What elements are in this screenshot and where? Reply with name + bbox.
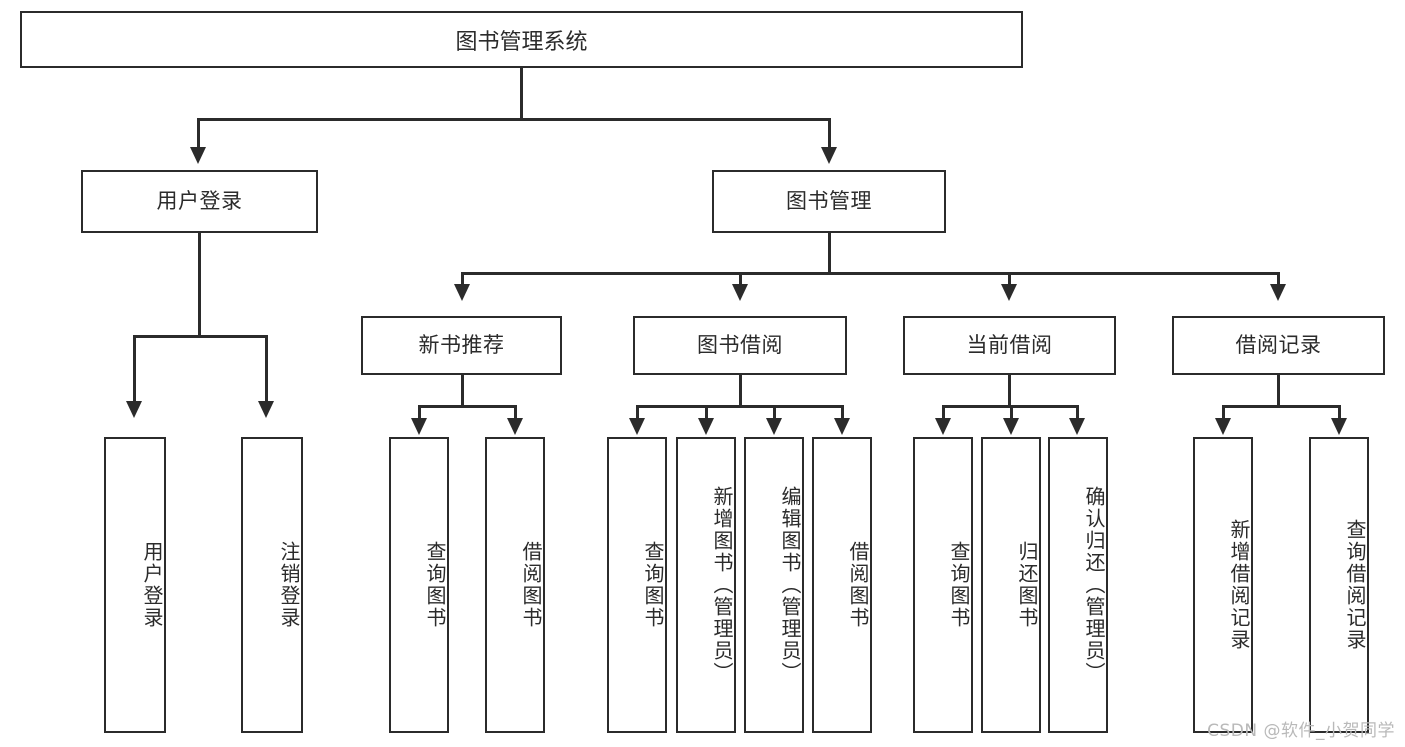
- connector-current-borrow-leaf-0: [942, 405, 945, 420]
- node-leaf-borrow-book-1-label: 借阅图书: [519, 541, 543, 629]
- arrowhead-book-management: [821, 147, 837, 164]
- node-leaf-user-login-label: 用户登录: [140, 541, 164, 629]
- node-leaf-query-record[interactable]: 查询借阅记录: [1309, 437, 1369, 733]
- node-leaf-user-login[interactable]: 用户登录: [104, 437, 166, 733]
- node-leaf-confirm-return-label: 确认归还（管理员）: [1082, 486, 1106, 684]
- node-leaf-borrow-book-2-label: 借阅图书: [846, 541, 870, 629]
- connector-bm-to-new-book: [461, 272, 464, 287]
- node-leaf-borrow-book-1[interactable]: 借阅图书: [485, 437, 545, 733]
- node-book-borrow-label: 图书借阅: [697, 332, 783, 357]
- node-user-login-label: 用户登录: [156, 188, 243, 213]
- connector-book-borrow-leaf-2: [773, 405, 776, 420]
- node-book-management-label: 图书管理: [786, 188, 872, 213]
- node-leaf-logout-login[interactable]: 注销登录: [241, 437, 303, 733]
- connector-borrow-records-leaf-0: [1222, 405, 1225, 420]
- connector-book-borrow-stem: [739, 375, 742, 407]
- node-current-borrow-label: 当前借阅: [966, 332, 1053, 357]
- node-root[interactable]: 图书管理系统: [20, 11, 1023, 68]
- node-leaf-add-record[interactable]: 新增借阅记录: [1193, 437, 1253, 733]
- node-leaf-query-book-3-label: 查询图书: [947, 541, 971, 629]
- arrowhead-current-borrow: [1001, 284, 1017, 301]
- connector-bm-to-current-borrow: [1008, 272, 1011, 287]
- connector-current-borrow-leaf-2: [1076, 405, 1079, 420]
- arrowhead-leaf-query-book-2: [629, 418, 645, 435]
- node-leaf-edit-book-label: 编辑图书（管理员）: [778, 486, 802, 684]
- node-leaf-query-book-3[interactable]: 查询图书: [913, 437, 973, 733]
- node-borrow-records[interactable]: 借阅记录: [1172, 316, 1385, 375]
- node-leaf-return-book-label: 归还图书: [1015, 541, 1039, 629]
- node-user-login[interactable]: 用户登录: [81, 170, 318, 233]
- connector-current-borrow-leaf-1: [1010, 405, 1013, 420]
- connector-root-bus: [197, 118, 830, 121]
- connector-book-borrow-leaf-0: [636, 405, 639, 420]
- connector-root-to-user-login: [197, 118, 200, 149]
- arrowhead-leaf-query-book-3: [935, 418, 951, 435]
- connector-new-book-stem: [461, 375, 464, 407]
- connector-root-stem: [520, 68, 523, 119]
- node-leaf-query-record-label: 查询借阅记录: [1343, 519, 1367, 651]
- node-leaf-add-book-label: 新增图书（管理员）: [710, 486, 734, 684]
- connector-bm-to-book-borrow: [739, 272, 742, 287]
- connector-new-book-leaf-1: [514, 405, 517, 420]
- arrowhead-leaf-return-book: [1003, 418, 1019, 435]
- connector-user-login-leaf-0: [133, 335, 136, 403]
- arrowhead-leaf-query-record: [1331, 418, 1347, 435]
- node-leaf-confirm-return[interactable]: 确认归还（管理员）: [1048, 437, 1108, 733]
- node-leaf-return-book[interactable]: 归还图书: [981, 437, 1041, 733]
- node-leaf-query-book-2-label: 查询图书: [641, 541, 665, 629]
- connector-book-management-bus: [461, 272, 1279, 275]
- arrowhead-leaf-user-login: [126, 401, 142, 418]
- arrowhead-new-book-recommend: [454, 284, 470, 301]
- connector-borrow-records-bus: [1222, 405, 1340, 408]
- connector-user-login-bus: [133, 335, 267, 338]
- node-new-book-recommend[interactable]: 新书推荐: [361, 316, 562, 375]
- connector-book-management-stem: [828, 233, 831, 274]
- csdn-watermark: CSDN @软件_小贺同学: [1207, 721, 1395, 741]
- arrowhead-leaf-borrow-book-2: [834, 418, 850, 435]
- arrowhead-leaf-edit-book: [766, 418, 782, 435]
- node-borrow-records-label: 借阅记录: [1235, 332, 1322, 357]
- connector-book-borrow-bus: [636, 405, 843, 408]
- node-leaf-query-book-2[interactable]: 查询图书: [607, 437, 667, 733]
- arrowhead-leaf-query-book-1: [411, 418, 427, 435]
- node-book-borrow[interactable]: 图书借阅: [633, 316, 847, 375]
- arrowhead-leaf-logout-login: [258, 401, 274, 418]
- connector-new-book-bus: [418, 405, 516, 408]
- connector-borrow-records-leaf-1: [1338, 405, 1341, 420]
- connector-user-login-leaf-1: [265, 335, 268, 403]
- arrowhead-leaf-borrow-book-1: [507, 418, 523, 435]
- arrowhead-leaf-add-record: [1215, 418, 1231, 435]
- connector-root-to-book-management: [828, 118, 831, 149]
- node-leaf-query-book-1[interactable]: 查询图书: [389, 437, 449, 733]
- connector-bm-to-borrow-records: [1277, 272, 1280, 287]
- node-leaf-query-book-1-label: 查询图书: [423, 541, 447, 629]
- node-root-label: 图书管理系统: [455, 29, 588, 55]
- node-leaf-add-record-label: 新增借阅记录: [1227, 519, 1251, 651]
- node-leaf-edit-book[interactable]: 编辑图书（管理员）: [744, 437, 804, 733]
- node-book-management[interactable]: 图书管理: [712, 170, 946, 233]
- connector-borrow-records-stem: [1277, 375, 1280, 407]
- connector-current-borrow-stem: [1008, 375, 1011, 407]
- connector-book-borrow-leaf-1: [705, 405, 708, 420]
- node-leaf-add-book[interactable]: 新增图书（管理员）: [676, 437, 736, 733]
- arrowhead-user-login: [190, 147, 206, 164]
- connector-user-login-stem: [198, 233, 201, 337]
- node-new-book-recommend-label: 新书推荐: [418, 332, 505, 357]
- arrowhead-leaf-confirm-return: [1069, 418, 1085, 435]
- arrowhead-leaf-add-book: [698, 418, 714, 435]
- connector-book-borrow-leaf-3: [841, 405, 844, 420]
- node-leaf-logout-login-label: 注销登录: [277, 541, 301, 629]
- connector-new-book-leaf-0: [418, 405, 421, 420]
- arrowhead-book-borrow: [732, 284, 748, 301]
- arrowhead-borrow-records: [1270, 284, 1286, 301]
- node-current-borrow[interactable]: 当前借阅: [903, 316, 1116, 375]
- node-leaf-borrow-book-2[interactable]: 借阅图书: [812, 437, 872, 733]
